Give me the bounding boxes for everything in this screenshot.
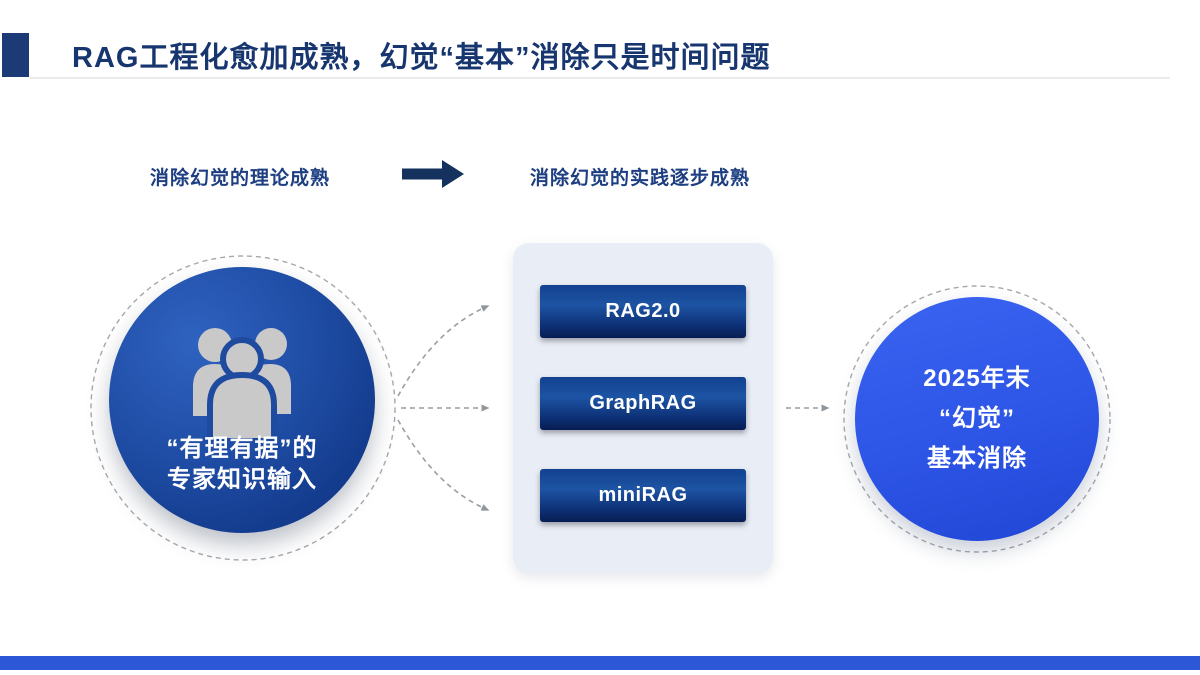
flow-label-theory: 消除幻觉的理论成熟 bbox=[150, 168, 331, 189]
title-divider bbox=[30, 77, 1170, 79]
title-accent-square bbox=[2, 33, 29, 77]
method-button-minirag: miniRAG bbox=[540, 469, 746, 522]
people-group-icon bbox=[193, 328, 291, 441]
expert-knowledge-circle: “有理有据”的 专家知识输入 bbox=[109, 267, 375, 533]
result-line3: 基本消除 bbox=[926, 445, 1027, 472]
result-line2: “幻觉” bbox=[938, 405, 1015, 432]
result-circle: 2025年末 “幻觉” 基本消除 bbox=[855, 297, 1099, 541]
method-button-rag2: RAG2.0 bbox=[540, 285, 746, 338]
result-line1: 2025年末 bbox=[923, 365, 1031, 392]
connector-top bbox=[397, 305, 490, 397]
method-button-graphrag: GraphRAG bbox=[540, 377, 746, 430]
expert-knowledge-line2: 专家知识输入 bbox=[167, 466, 317, 493]
flow-label-practice: 消除幻觉的实践逐步成熟 bbox=[530, 168, 751, 189]
methods-panel: RAG2.0 GraphRAG miniRAG bbox=[513, 243, 773, 573]
connector-bottom bbox=[397, 419, 490, 511]
page-title: RAG工程化愈加成熟，幻觉“基本”消除只是时间问题 bbox=[72, 42, 771, 74]
expert-knowledge-text: “有理有据”的 专家知识输入 bbox=[109, 433, 375, 495]
block-arrow-right-icon bbox=[402, 160, 464, 188]
footer-bar bbox=[0, 656, 1200, 670]
result-text: 2025年末 “幻觉” 基本消除 bbox=[923, 359, 1030, 479]
expert-knowledge-line1: “有理有据”的 bbox=[166, 435, 318, 462]
